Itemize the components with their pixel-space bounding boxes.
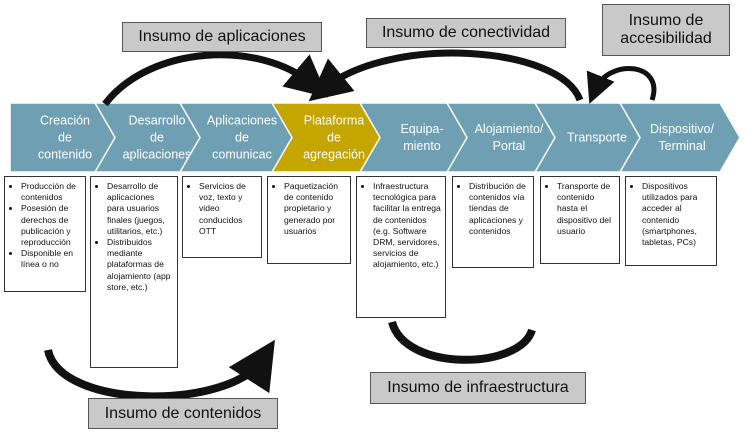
chevron-label: Equipa-miento (400, 122, 443, 153)
label-insumo-accesibilidad: Insumo de accesibilidad (602, 4, 730, 56)
box-alojamiento: Distribución de contenidos vía tiendas d… (452, 176, 534, 268)
box-item: Transporte de contenido hasta el disposi… (557, 181, 615, 237)
box-equipamiento: Infraestructura tecnológica para facilit… (356, 176, 446, 318)
label-insumo-aplicaciones: Insumo de aplicaciones (122, 22, 322, 52)
box-item: Infraestructura tecnológica para facilit… (373, 181, 441, 271)
label-insumo-contenidos: Insumo de contenidos (88, 398, 278, 429)
box-item: Dispositivos utilizados para acceder al … (642, 181, 712, 248)
box-item: Producción de contenidos (21, 181, 81, 203)
chevron-stage (618, 102, 741, 173)
arc-arrow-connectivity (308, 49, 584, 102)
arc-arrow-apps (102, 51, 329, 107)
chevron-label: Alojamiento/Portal (475, 122, 544, 153)
box-plataforma: Paquetización de contenido propietario y… (267, 176, 351, 264)
box-creacion: Producción de contenidosPosesión de dere… (4, 176, 86, 292)
box-item: Paquetización de contenido propietario y… (284, 181, 346, 237)
box-item: Servicios de voz, texto y video conducid… (199, 181, 257, 237)
label-insumo-infraestructura: Insumo de infraestructura (370, 372, 586, 404)
box-dispositivo: Dispositivos utilizados para acceder al … (625, 176, 717, 266)
chevron-label: Dispositivo/Terminal (650, 122, 714, 153)
label-insumo-conectividad: Insumo de conectividad (366, 18, 566, 48)
label-text: accesibilidad (620, 30, 712, 47)
label-text: Insumo de contenidos (104, 404, 262, 422)
arc-arrow-content (44, 339, 275, 401)
arc-arrow-accessibility (586, 66, 657, 104)
box-item: Distribución de contenidos vía tiendas d… (469, 181, 529, 237)
box-desarrollo: Desarrollo de aplicaciones para usuarios… (90, 176, 178, 368)
box-item: Posesión de derechos de publicación y re… (21, 203, 81, 248)
arc-arrow-infrastructure (388, 320, 536, 364)
label-text: Insumo de aplicaciones (138, 28, 306, 45)
label-text: Insumo de conectividad (381, 24, 551, 41)
chevron-label: Transporte (567, 131, 627, 145)
label-text: Insumo de infraestructura (387, 379, 569, 396)
box-item: Distribuidos mediante plataformas de alo… (107, 237, 173, 293)
box-item: Disponible en línea o no (21, 248, 81, 270)
label-text: Insumo de (628, 12, 704, 29)
box-transporte: Transporte de contenido hasta el disposi… (540, 176, 620, 264)
box-item: Desarrollo de aplicaciones para usuarios… (107, 181, 173, 237)
box-aplicaciones: Servicios de voz, texto y video conducid… (182, 176, 262, 258)
